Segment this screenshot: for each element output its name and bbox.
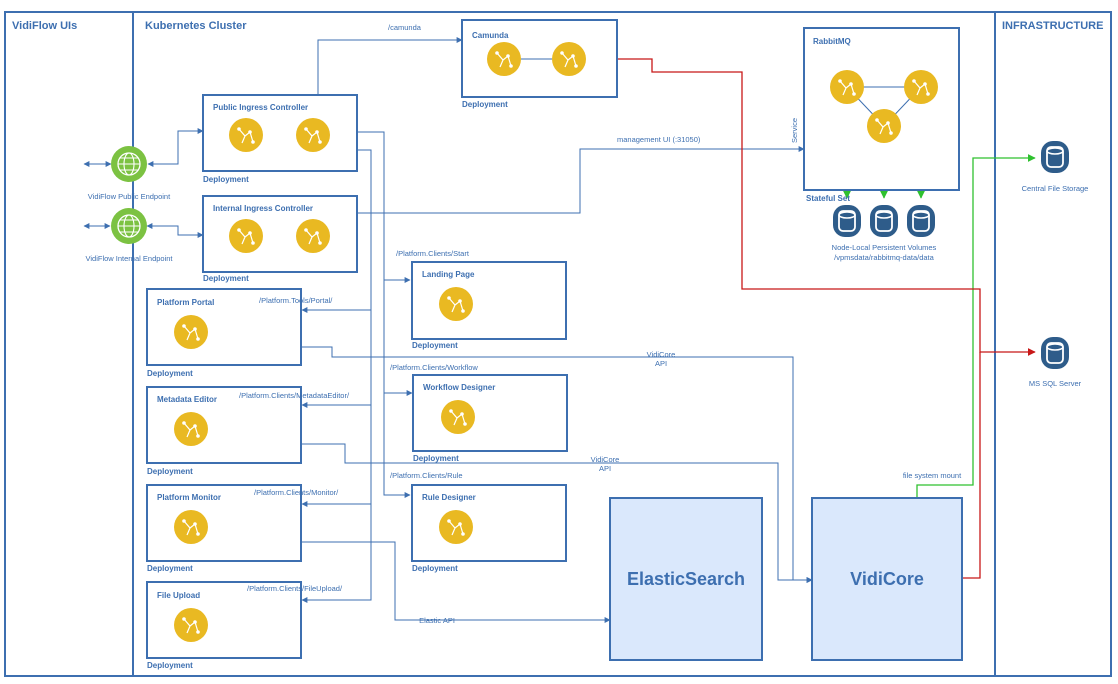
lane-title-infra: INFRASTRUCTURE bbox=[1002, 20, 1103, 32]
pod-icon bbox=[440, 399, 476, 435]
public-endpoint-label: VidiFlow Public Endpoint bbox=[88, 192, 171, 201]
vidicore-api-label-1: VidiCore bbox=[647, 350, 676, 359]
metadata-editor-box bbox=[146, 386, 302, 464]
deployment-label: Deployment bbox=[413, 454, 459, 463]
public-endpoint bbox=[110, 145, 148, 183]
elasticsearch-box bbox=[609, 497, 763, 661]
workflow-designer-box bbox=[412, 374, 568, 452]
file-upload-box bbox=[146, 581, 302, 659]
deployment-label: Deployment bbox=[147, 564, 193, 573]
route-camunda: /camunda bbox=[388, 23, 422, 32]
pod-icon bbox=[903, 69, 939, 105]
route-workflow: /Platform.Clients/Workflow bbox=[390, 363, 478, 372]
elasticsearch-title: ElasticSearch bbox=[627, 569, 745, 589]
database-icon bbox=[869, 204, 899, 238]
deployment-label: Deployment bbox=[203, 175, 249, 184]
vidicore-api-label-2: VidiCore bbox=[591, 455, 620, 464]
deployment-label: Deployment bbox=[412, 341, 458, 350]
connector-vidicore-api-2 bbox=[301, 443, 813, 583]
connector-rule-route bbox=[357, 131, 411, 498]
platform-portal-title: Platform Portal bbox=[157, 298, 214, 307]
pod-icon bbox=[438, 286, 474, 322]
pod-icon bbox=[295, 218, 331, 254]
connector-upload-route bbox=[301, 149, 372, 603]
internal-ingress-title: Internal Ingress Controller bbox=[213, 204, 313, 213]
platform-portal-box bbox=[146, 288, 302, 366]
lane-title-cluster: Kubernetes Cluster bbox=[145, 20, 247, 32]
landing-page-title: Landing Page bbox=[422, 270, 475, 279]
connector-public-endpoint-ingress bbox=[147, 128, 204, 167]
camunda-title: Camunda bbox=[472, 31, 509, 40]
deployment-label: Deployment bbox=[203, 274, 249, 283]
deployment-label: Deployment bbox=[147, 369, 193, 378]
rule-designer-box bbox=[411, 484, 567, 562]
database-icon bbox=[832, 204, 862, 238]
pod-icon bbox=[866, 108, 902, 144]
file-system-mount-label: file system mount bbox=[903, 471, 962, 480]
route-metadata: /Platform.Clients/MetadataEditor/ bbox=[239, 391, 350, 400]
rabbitmq-title: RabbitMQ bbox=[813, 37, 851, 46]
route-start: /Platform.Clients/Start bbox=[396, 249, 470, 258]
pod-icon bbox=[295, 117, 331, 153]
file-upload-title: File Upload bbox=[157, 591, 200, 600]
rule-designer-title: Rule Designer bbox=[422, 493, 476, 502]
connector-file-system-mount bbox=[916, 154, 1036, 498]
central-file-storage-label: Central File Storage bbox=[1022, 184, 1089, 193]
platform-monitor-box bbox=[146, 484, 302, 562]
pod-icon bbox=[486, 41, 522, 77]
connector-vidicore-sql bbox=[962, 352, 981, 579]
connector-camunda-sql bbox=[617, 58, 1036, 356]
public-ingress-box bbox=[202, 94, 358, 172]
route-management-ui: management UI (:31050) bbox=[617, 135, 701, 144]
route-portal: /Platform.Tools/Portal/ bbox=[259, 296, 333, 305]
pod-icon bbox=[173, 314, 209, 350]
pod-icon bbox=[551, 41, 587, 77]
vidicore-api-label-2b: API bbox=[599, 464, 611, 473]
connector-internal-endpoint-ingress bbox=[146, 223, 204, 238]
outer-frame bbox=[4, 11, 1112, 677]
rabbitmq-service-label: Service bbox=[790, 118, 799, 143]
route-monitor: /Platform.Clients/Monitor/ bbox=[254, 488, 339, 497]
deployment-label: Deployment bbox=[147, 467, 193, 476]
volumes-title: Node-Local Persistent Volumes bbox=[832, 243, 937, 252]
route-rule: /Platform.Clients/Rule bbox=[390, 471, 463, 480]
database-icon bbox=[1040, 336, 1070, 370]
globe-icon bbox=[110, 207, 148, 245]
pod-icon bbox=[228, 218, 264, 254]
pod-icon bbox=[173, 509, 209, 545]
ms-sql-server-label: MS SQL Server bbox=[1029, 379, 1082, 388]
platform-monitor-title: Platform Monitor bbox=[157, 493, 221, 502]
pod-icon bbox=[829, 69, 865, 105]
metadata-editor-title: Metadata Editor bbox=[157, 395, 217, 404]
public-ingress-title: Public Ingress Controller bbox=[213, 103, 308, 112]
pod-icon bbox=[228, 117, 264, 153]
connector-camunda-route bbox=[317, 37, 463, 95]
vidicore-api-label-1b: API bbox=[655, 359, 667, 368]
lane-title-ui: VidiFlow UIs bbox=[12, 20, 77, 32]
vidicore-box bbox=[811, 497, 963, 661]
pod-icon bbox=[173, 411, 209, 447]
volumes-path: /vpmsdata/rabbitmq-data/data bbox=[834, 253, 934, 262]
rabbitmq-box bbox=[803, 27, 960, 191]
connector-management-ui bbox=[357, 146, 805, 214]
route-upload: /Platform.Clients/FileUpload/ bbox=[247, 584, 343, 593]
connector-elastic-api bbox=[301, 541, 611, 623]
globe-icon bbox=[110, 145, 148, 183]
database-icon bbox=[906, 204, 936, 238]
deployment-label: Deployment bbox=[412, 564, 458, 573]
vidicore-title: VidiCore bbox=[850, 569, 924, 589]
internal-endpoint-label: VidiFlow Internal Endpoint bbox=[86, 254, 174, 263]
landing-page-box bbox=[411, 261, 567, 340]
elastic-api-label: Elastic API bbox=[419, 616, 455, 625]
internal-ingress-box bbox=[202, 195, 358, 273]
database-icon bbox=[1040, 140, 1070, 174]
workflow-designer-title: Workflow Designer bbox=[423, 383, 495, 392]
deployment-label: Deployment bbox=[462, 100, 508, 109]
deployment-label: Deployment bbox=[147, 661, 193, 670]
pod-icon bbox=[173, 607, 209, 643]
rabbitmq-statefulset-label: Stateful Set bbox=[806, 194, 850, 203]
internal-endpoint bbox=[110, 207, 148, 245]
pod-icon bbox=[438, 509, 474, 545]
